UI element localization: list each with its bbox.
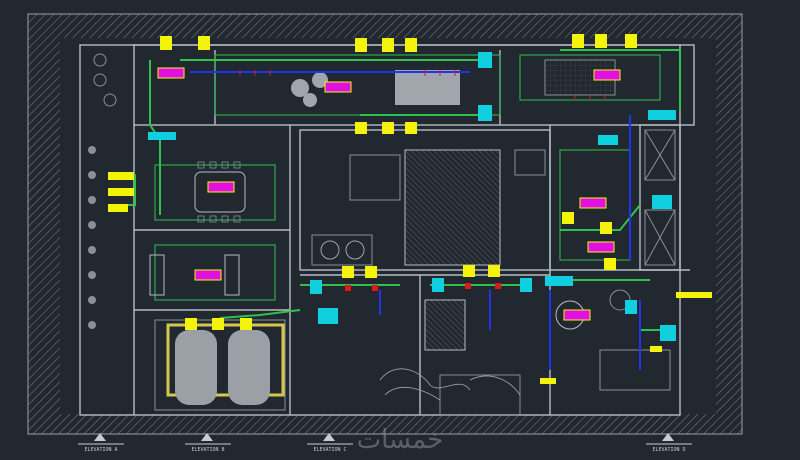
- red-pipes: [345, 283, 501, 291]
- title-block-4-label: ELEVATION D: [652, 447, 685, 453]
- central-shaft: [311, 149, 546, 351]
- watermark-text: خمسات: [357, 425, 444, 455]
- title-block-2: ELEVATION B: [185, 433, 231, 453]
- title-block-1-label: ELEVATION A: [84, 447, 117, 453]
- blue-pipes: [190, 71, 641, 370]
- title-block-4: ELEVATION D: [646, 433, 692, 453]
- dining-room: [149, 161, 276, 301]
- boundary-hatch: [27, 13, 743, 435]
- title-blocks: ELEVATION A ELEVATION B ELEVATION C ELEV…: [78, 433, 692, 453]
- equipment-units: [148, 52, 676, 341]
- walls: [79, 44, 695, 416]
- yellow-tags: [108, 34, 712, 384]
- title-block-1: ELEVATION A: [78, 433, 124, 453]
- upper-room: [214, 54, 661, 116]
- green-ducts: [120, 49, 681, 331]
- garage: [154, 319, 286, 411]
- title-block-3-label: ELEVATION C: [313, 447, 346, 453]
- left-columns: [88, 53, 117, 329]
- title-block-3: ELEVATION C: [307, 433, 353, 453]
- tick-marks: [239, 70, 606, 100]
- decor-sculpture: [379, 368, 521, 416]
- title-block-2-label: ELEVATION B: [191, 447, 224, 453]
